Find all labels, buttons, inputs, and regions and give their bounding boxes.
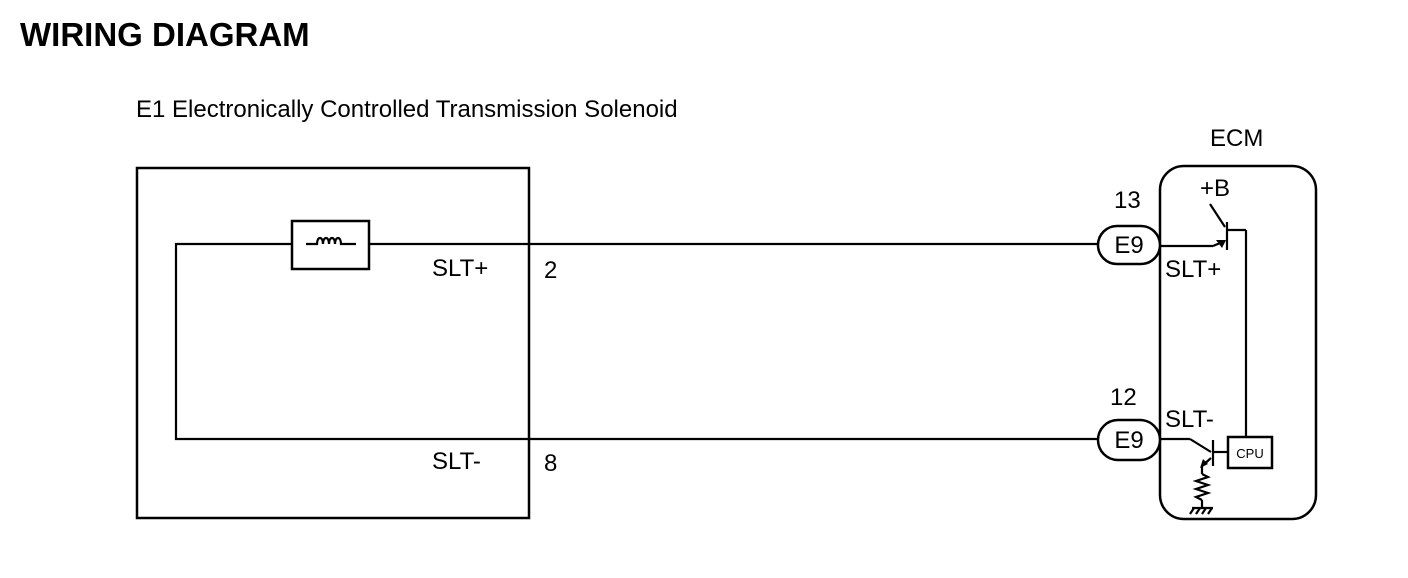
page-title: WIRING DIAGRAM <box>20 16 310 53</box>
component-name: E1 Electronically Controlled Transmissio… <box>136 96 678 123</box>
high-side-transistor-icon <box>1160 203 1248 436</box>
connector-pin-13: 13 <box>1114 187 1141 214</box>
terminal-pin-8: 8 <box>544 450 557 477</box>
terminal-signal-slt-minus: SLT- <box>432 448 481 475</box>
low-side-transistor-icon <box>1160 437 1228 468</box>
connector-pin-12: 12 <box>1110 384 1137 411</box>
supply-label: +B <box>1200 175 1230 202</box>
solenoid-coil-icon <box>290 219 371 271</box>
connector-label-e9-top: E9 <box>1114 232 1143 259</box>
ecm-box <box>1158 164 1318 521</box>
solenoid-internal-wire <box>174 242 529 441</box>
connector-e9-top: E9 <box>1096 224 1162 266</box>
solenoid-component-box <box>135 166 531 520</box>
ecm-label: ECM <box>1210 125 1263 152</box>
ecm-signal-slt-minus: SLT- <box>1165 406 1214 433</box>
ecm-signal-slt-plus: SLT+ <box>1165 256 1221 283</box>
connector-label-e9-bottom: E9 <box>1114 427 1143 454</box>
resistor-icon <box>1192 466 1212 508</box>
connector-e9-bottom: E9 <box>1096 418 1162 462</box>
ground-icon <box>1189 506 1213 515</box>
cpu-label: CPU <box>1236 446 1263 461</box>
terminal-signal-slt-plus: SLT+ <box>432 255 488 282</box>
terminal-pin-2: 2 <box>544 257 557 284</box>
